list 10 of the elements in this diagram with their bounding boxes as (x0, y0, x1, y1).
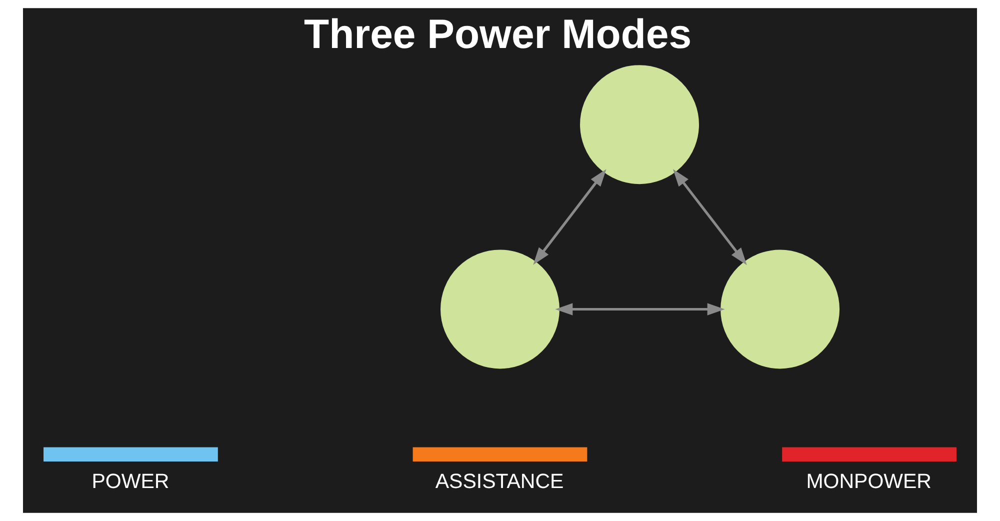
diagram-title: Three Power Modes (304, 11, 692, 58)
node-circle (440, 250, 560, 369)
node-circle (580, 65, 699, 184)
arrow (555, 303, 725, 316)
legend-label: ASSISTANCE (435, 470, 564, 494)
arrow (672, 169, 747, 266)
legend-label: MONPOWER (806, 470, 932, 494)
node-circle (720, 250, 840, 369)
legend-label: POWER (92, 470, 170, 494)
arrow (533, 169, 606, 265)
